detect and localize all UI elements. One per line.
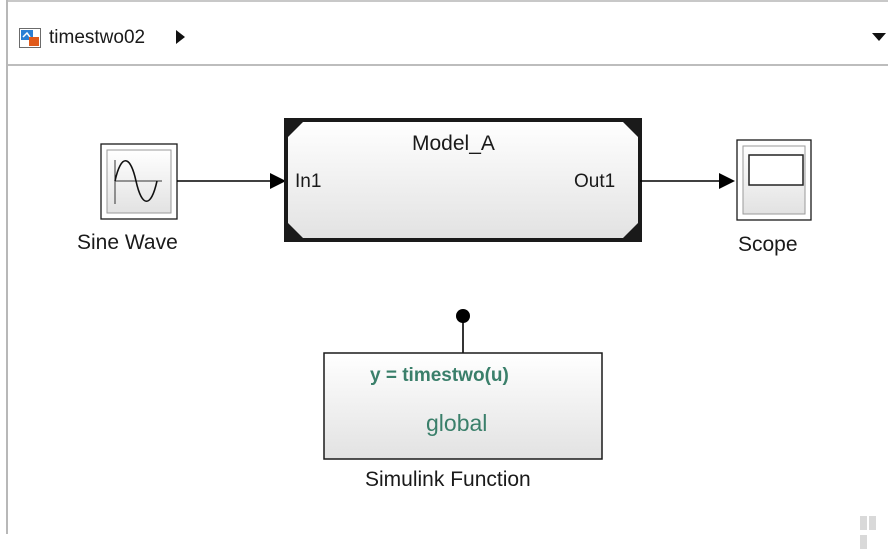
resize-grip-icon[interactable] — [858, 516, 884, 549]
simulink-function-block[interactable] — [323, 352, 603, 460]
block-diagram — [100, 118, 812, 460]
sine-wave-icon — [114, 160, 162, 204]
function-scope-label: global — [426, 410, 488, 436]
scope-label: Scope — [738, 233, 798, 256]
signal-line-model-to-scope[interactable] — [640, 173, 735, 189]
explorer-bar: timestwo02 — [8, 2, 888, 66]
scope-screen-icon — [748, 154, 804, 186]
out-port-label: Out1 — [574, 171, 616, 192]
function-prototype: y = timestwo(u) — [370, 365, 509, 386]
in-port-label: In1 — [295, 171, 322, 192]
model-reference-title: Model_A — [412, 132, 495, 155]
simulink-function-label: Simulink Function — [365, 468, 531, 491]
window-frame-top — [6, 0, 888, 2]
scope-block[interactable] — [736, 139, 812, 221]
sine-wave-block[interactable] — [100, 143, 178, 220]
sine-wave-label: Sine Wave — [77, 231, 178, 254]
diagram-canvas[interactable]: Sine Wave Model_A In1 Out1 Scope y = tim… — [8, 66, 888, 549]
function-trigger-port[interactable] — [456, 309, 470, 353]
window-frame-left — [6, 0, 8, 534]
model-reference-block[interactable] — [284, 118, 642, 242]
chevron-right-icon[interactable] — [176, 30, 185, 44]
chevron-down-icon[interactable] — [872, 33, 886, 41]
signal-line-sine-to-model[interactable] — [177, 173, 286, 189]
simulink-model-icon[interactable] — [19, 28, 41, 48]
breadcrumb-model-name[interactable]: timestwo02 — [49, 27, 146, 48]
